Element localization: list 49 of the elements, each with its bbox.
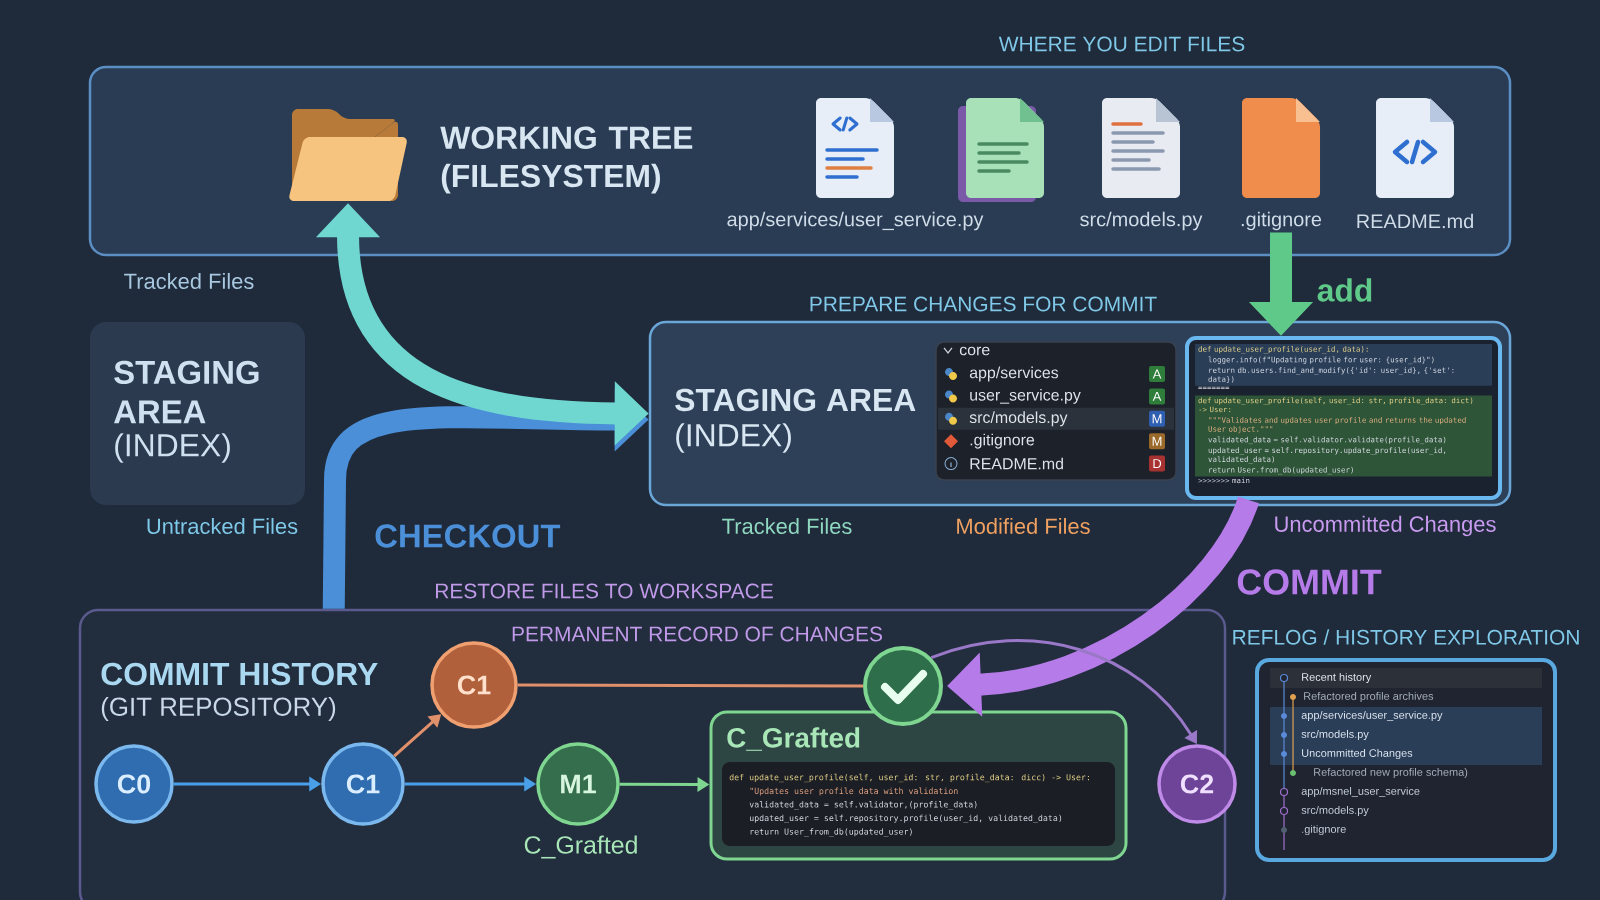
panel-heading: WHERE YOU EDIT FILES: [998, 36, 1245, 52]
edge-label: CHECKOUT: [372, 522, 563, 550]
file-name: app/services/user_service.py: [727, 211, 984, 231]
history-entry: .gitignore: [1302, 824, 1346, 836]
history-entry: Refactored new profile schema): [1314, 767, 1468, 779]
file-name: README.md: [970, 457, 1063, 470]
file-name: src/models.py: [969, 411, 1068, 427]
file-icon: [958, 98, 1044, 202]
check-circle: [863, 646, 943, 726]
edge-label: add: [1314, 276, 1376, 304]
panel-title: WORKING TREE (FILESYSTEM): [440, 126, 693, 194]
edge-label: COMMIT: [1234, 567, 1384, 597]
panel-subtitle: (INDEX): [115, 433, 230, 463]
panel-heading: PREPARE CHANGES FOR COMMIT: [810, 296, 1157, 312]
panel-title: STAGING AREA: [675, 388, 916, 412]
history-entry: src/models.py: [1301, 729, 1369, 741]
code-line: validated_data = self.validator,(profile_data): [749, 801, 977, 810]
commit-label: C_Grafted: [524, 835, 637, 859]
code-line: def update_user_profile(self, user_id: str, profile_data: dicc) -> User:: [729, 773, 1089, 783]
file-name: src/models.py: [1080, 211, 1203, 231]
history-entry: src/models.py: [1301, 805, 1369, 817]
panel-heading: PERMANENT RECORD OF CHANGES: [512, 626, 882, 642]
history-entry: Uncommitted Changes: [1302, 748, 1413, 760]
file-name: user_service.py: [970, 388, 1081, 404]
folder-icon: [289, 109, 407, 201]
file-name: .gitignore: [1241, 211, 1322, 231]
panel-heading: REFLOG / HISTORY EXPLORATION: [1233, 629, 1579, 645]
caption: RESTORE FILES TO WORKSPACE: [436, 583, 773, 599]
panel-title: STAGING AREA: [114, 360, 259, 424]
history-entry: app/msnel_user_service: [1301, 786, 1420, 798]
history-entry: app/services/user_service.py: [1301, 710, 1443, 722]
status-badge: A: [1149, 388, 1165, 405]
code-line: "Updates user profile data with validation: [750, 787, 958, 796]
panel-title: COMMIT HISTORY: [101, 662, 378, 686]
caption: Tracked Files: [722, 517, 852, 535]
folder-name: core: [959, 346, 990, 356]
file-name: .gitignore: [970, 433, 1035, 449]
history-entry: Recent history: [1302, 672, 1372, 684]
code-line: return User_from_db(updated_user): [750, 828, 912, 837]
caption: Modified Files: [957, 517, 1090, 535]
panel-subtitle: (GIT REPOSITORY): [101, 696, 336, 722]
caption: Tracked Files: [124, 272, 254, 290]
panel-subtitle: (INDEX): [676, 423, 791, 453]
card-title: C_Grafted: [727, 727, 860, 751]
history-entry: Refactored profile archives: [1304, 691, 1434, 703]
file-name: app/services: [969, 366, 1059, 382]
code-line: updated_user = self.repository.profile(user_id, validated_data): [750, 814, 1062, 823]
status-badge: M: [1149, 433, 1165, 450]
file-name: README.md: [1357, 213, 1473, 229]
